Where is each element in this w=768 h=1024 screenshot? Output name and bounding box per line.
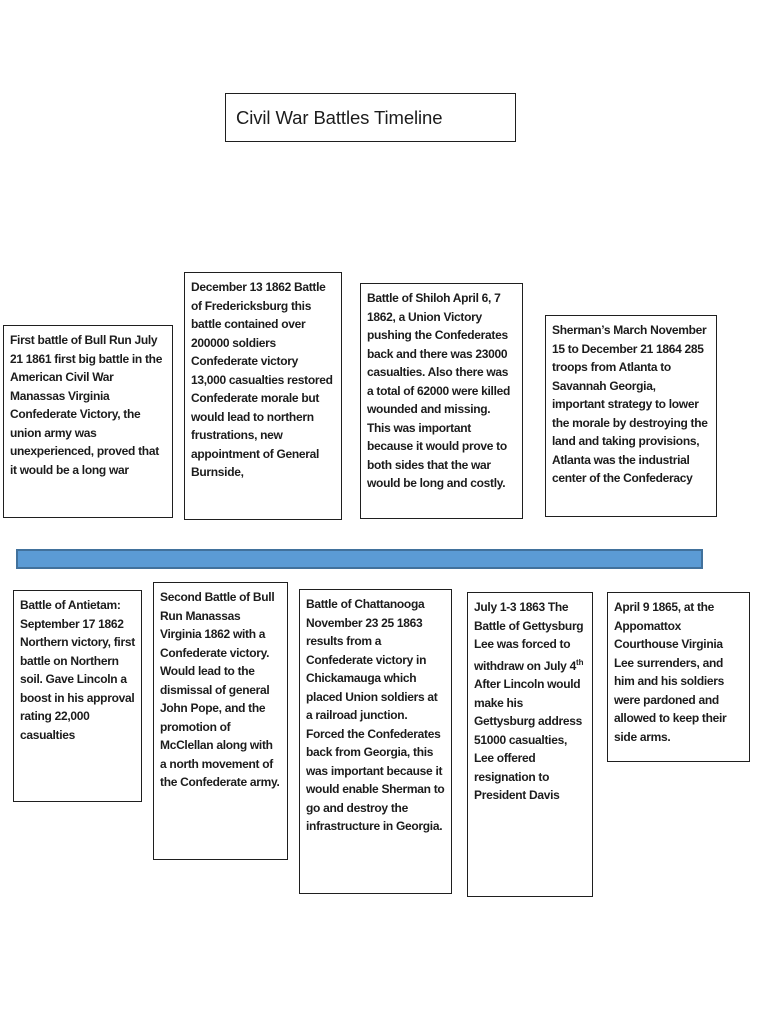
timeline-title-box: Civil War Battles Timeline — [225, 93, 516, 142]
event-text-antietam: Battle of Antietam: September 17 1862 No… — [20, 598, 135, 742]
event-text-appomattox: April 9 1865, at the Appomattox Courthou… — [614, 600, 727, 744]
event-text-chattanooga: Battle of Chattanooga November 23 25 186… — [306, 597, 445, 833]
event-text-shermans-march: Sherman’s March November 15 to December … — [552, 323, 708, 485]
timeline-title: Civil War Battles Timeline — [236, 106, 443, 128]
timeline-bar — [16, 549, 703, 569]
event-box-fredericksburg: December 13 1862 Battle of Fredericksbur… — [184, 272, 342, 520]
event-text-shiloh: Battle of Shiloh April 6, 7 1862, a Unio… — [367, 291, 511, 490]
event-box-antietam: Battle of Antietam: September 17 1862 No… — [13, 590, 142, 802]
event-text-gettysburg-ordinal: th — [575, 657, 584, 667]
event-box-first-bull-run: First battle of Bull Run July 21 1861 fi… — [3, 325, 173, 518]
event-box-shermans-march: Sherman’s March November 15 to December … — [545, 315, 717, 517]
event-box-appomattox: April 9 1865, at the Appomattox Courthou… — [607, 592, 750, 762]
event-text-gettysburg-post: After Lincoln would make his Gettysburg … — [474, 677, 582, 802]
event-box-chattanooga: Battle of Chattanooga November 23 25 186… — [299, 589, 452, 894]
event-text-fredericksburg: December 13 1862 Battle of Fredericksbur… — [191, 280, 333, 479]
event-box-shiloh: Battle of Shiloh April 6, 7 1862, a Unio… — [360, 283, 523, 519]
event-text-gettysburg-pre: July 1-3 1863 The Battle of Gettysburg L… — [474, 600, 584, 673]
event-text-second-bull-run: Second Battle of Bull Run Manassas Virgi… — [160, 590, 280, 789]
event-box-second-bull-run: Second Battle of Bull Run Manassas Virgi… — [153, 582, 288, 860]
event-text-first-bull-run: First battle of Bull Run July 21 1861 fi… — [10, 333, 163, 477]
event-box-gettysburg: July 1-3 1863 The Battle of Gettysburg L… — [467, 592, 593, 897]
